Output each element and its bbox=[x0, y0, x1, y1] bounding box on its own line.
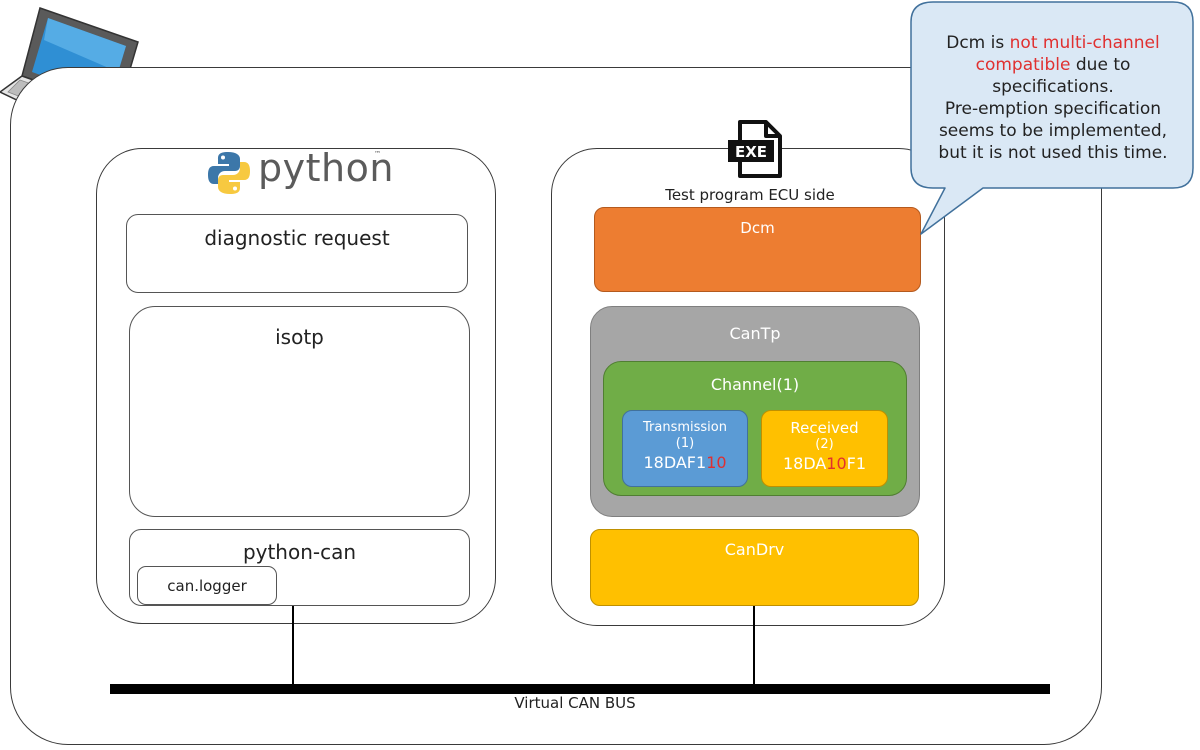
virtual-can-bus-label: Virtual CAN BUS bbox=[514, 694, 636, 712]
diagnostic-request-label: diagnostic request bbox=[204, 226, 390, 250]
received-box: Received (2) 18DA10F1 bbox=[761, 410, 888, 487]
transmission-id-highlight: 10 bbox=[706, 453, 727, 472]
python-logo-icon bbox=[208, 152, 250, 194]
isotp-label: isotp bbox=[275, 325, 324, 349]
callout-line-1: Dcm is not multi-channel bbox=[946, 33, 1160, 53]
transmission-label: Transmission bbox=[643, 420, 727, 435]
python-logo-text: python bbox=[258, 146, 394, 190]
received-id-suffix: F1 bbox=[846, 454, 867, 473]
ecu-bus-connector bbox=[753, 606, 755, 686]
received-num: (2) bbox=[815, 437, 834, 452]
transmission-id: 18DAF110 bbox=[623, 453, 747, 473]
received-id: 18DA10F1 bbox=[762, 454, 887, 474]
received-id-highlight: 10 bbox=[826, 454, 847, 473]
callout-line-4: Pre-emption specification bbox=[944, 99, 1162, 119]
diagnostic-request-box: diagnostic request bbox=[126, 214, 468, 293]
can-logger-box: can.logger bbox=[137, 566, 277, 605]
python-panel bbox=[96, 148, 496, 624]
isotp-box: isotp bbox=[129, 306, 470, 517]
callout-line-2: compatible due to bbox=[975, 55, 1131, 75]
callout-line-6: but it is not used this time. bbox=[938, 143, 1168, 163]
received-id-prefix: 18DA bbox=[782, 454, 827, 473]
transmission-num: (1) bbox=[675, 436, 695, 451]
received-label: Received bbox=[790, 419, 859, 437]
channel-label: Channel(1) bbox=[710, 375, 800, 394]
python-bus-connector bbox=[292, 606, 294, 686]
dcm-box: Dcm bbox=[594, 207, 921, 292]
exe-label: EXE bbox=[735, 143, 767, 161]
transmission-box: Transmission (1) 18DAF110 bbox=[622, 410, 748, 487]
callout-bubble bbox=[910, 1, 1194, 235]
python-can-label: python-can bbox=[242, 540, 357, 564]
python-trademark: ™ bbox=[374, 150, 381, 158]
dcm-label: Dcm bbox=[740, 219, 775, 237]
ecu-title: Test program ECU side bbox=[665, 186, 835, 204]
callout-text: Dcm is not multi-channel compatible due … bbox=[918, 32, 1188, 164]
transmission-id-prefix: 18DAF1 bbox=[643, 453, 707, 472]
callout-line-3: specifications. bbox=[992, 77, 1114, 97]
can-logger-label: can.logger bbox=[167, 577, 247, 595]
cantp-label: CanTp bbox=[729, 324, 781, 343]
virtual-can-bus-line bbox=[110, 684, 1050, 694]
callout-line-5: seems to be implemented, bbox=[938, 121, 1168, 141]
exe-file-icon: EXE bbox=[728, 120, 782, 178]
candrv-label: CanDrv bbox=[724, 540, 785, 559]
candrv-box: CanDrv bbox=[590, 529, 919, 606]
